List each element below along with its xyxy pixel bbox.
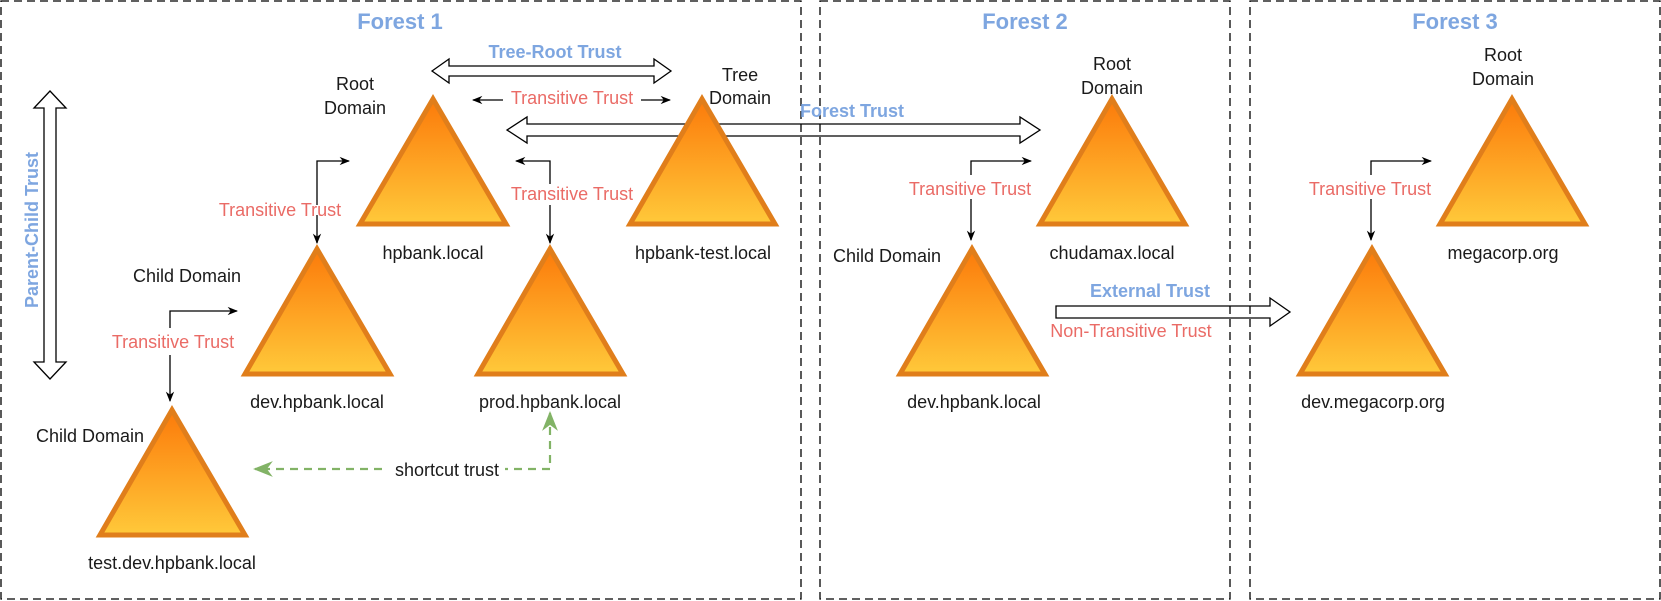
forest-3-frame	[1249, 0, 1661, 600]
domain-hpbank-test-triangle[interactable]	[625, 94, 780, 227]
domain-f2-dev-hpbank-triangle[interactable]	[895, 244, 1050, 377]
transitive-arrow-hpbank-prod-up	[514, 156, 551, 184]
domain-dev-hpbank-triangle[interactable]	[240, 244, 395, 377]
forest-trust-arrow	[505, 115, 1042, 145]
hpbank-test-tree-label-line1: Tree	[722, 65, 758, 85]
external-trust-arrow	[1055, 296, 1292, 328]
f2-dev-hpbank-name: dev.hpbank.local	[907, 392, 1041, 412]
chudamax-root-label-line2: Domain	[1081, 78, 1143, 98]
parent-child-trust-label: Parent-Child Trust	[22, 152, 42, 308]
forest-2-frame	[819, 0, 1231, 600]
domain-hpbank-triangle[interactable]	[355, 94, 511, 227]
prod-hpbank-name: prod.hpbank.local	[479, 392, 621, 412]
f2-dev-hpbank-child-label: Child Domain	[833, 246, 941, 266]
hpbank-test-name: hpbank-test.local	[635, 243, 771, 263]
tree-root-trust-label: Tree-Root Trust	[488, 42, 621, 62]
domain-test-dev-hpbank-triangle[interactable]	[95, 405, 250, 538]
transitive-label-dev-test: Transitive Trust	[112, 332, 234, 352]
root-transitive-label-bg	[503, 86, 641, 108]
forest-3-title: Forest 3	[1412, 9, 1498, 34]
hpbank-root-label-line1: Root	[336, 74, 374, 94]
forest-2-title: Forest 2	[982, 9, 1068, 34]
external-trust-label: External Trust	[1090, 281, 1210, 301]
shortcut-trust-line	[253, 411, 558, 477]
domain-prod-hpbank-triangle[interactable]	[473, 244, 628, 377]
megacorp-name: megacorp.org	[1447, 243, 1558, 263]
transitive-label-megacorp-dev: Transitive Trust	[1309, 179, 1431, 199]
transitive-label-hpbank-dev: Transitive Trust	[219, 200, 341, 220]
non-transitive-trust-label: Non-Transitive Trust	[1050, 321, 1211, 341]
shortcut-trust-label: shortcut trust	[395, 460, 499, 480]
dev-megacorp-name: dev.megacorp.org	[1301, 392, 1445, 412]
transitive-label-chudamax-dev: Transitive Trust	[909, 179, 1031, 199]
megacorp-root-label-line1: Root	[1484, 45, 1522, 65]
dev-hpbank-child-label: Child Domain	[133, 266, 241, 286]
dev-hpbank-name: dev.hpbank.local	[250, 392, 384, 412]
test-dev-hpbank-child-label: Child Domain	[36, 426, 144, 446]
chudamax-root-label-line1: Root	[1093, 54, 1131, 74]
forest-1-frame	[0, 0, 802, 600]
forest-1-title: Forest 1	[357, 9, 443, 34]
chudamax-name: chudamax.local	[1049, 243, 1174, 263]
forest-trust-label: Forest Trust	[800, 101, 904, 121]
shortcut-trust-label-bg	[387, 458, 505, 480]
megacorp-root-label-line2: Domain	[1472, 69, 1534, 89]
transitive-arrow-hpbank-dev-up	[316, 156, 351, 205]
hpbank-test-tree-label-line2: Domain	[709, 88, 771, 108]
transitive-label-hpbank-prod: Transitive Trust	[511, 184, 633, 204]
test-dev-hpbank-name: test.dev.hpbank.local	[88, 553, 256, 573]
tree-root-trust-arrow	[430, 57, 673, 85]
parent-child-trust-arrow	[32, 90, 68, 380]
domain-dev-megacorp-triangle[interactable]	[1295, 244, 1450, 377]
hpbank-root-label-line2: Domain	[324, 98, 386, 118]
domain-megacorp-triangle[interactable]	[1435, 94, 1590, 227]
hpbank-name: hpbank.local	[382, 243, 483, 263]
domain-chudamax-triangle[interactable]	[1035, 94, 1190, 227]
transitive-arrow-megacorp-dev-up	[1370, 156, 1433, 175]
root-transitive-label: Transitive Trust	[511, 88, 633, 108]
transitive-arrow-dev-test-up	[169, 306, 239, 328]
transitive-arrow-chudamax-dev-up	[970, 156, 1033, 175]
